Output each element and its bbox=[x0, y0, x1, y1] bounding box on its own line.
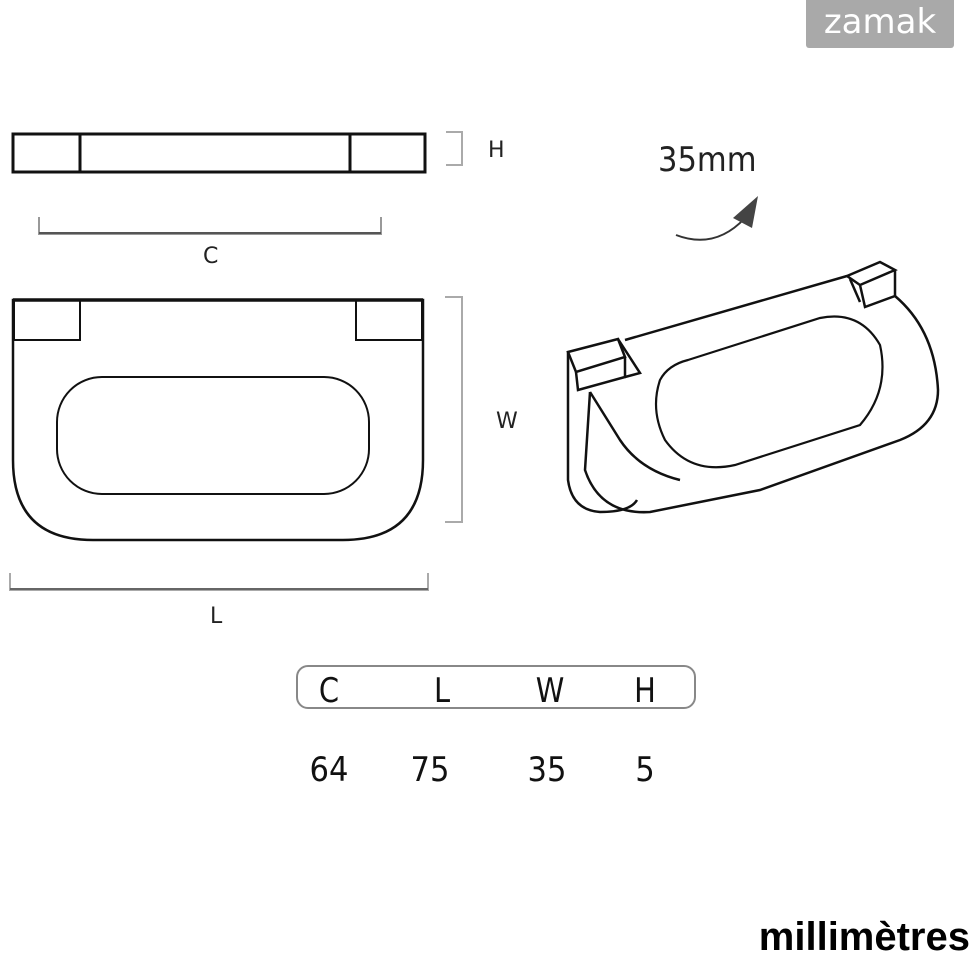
header-c: C bbox=[318, 671, 340, 711]
opening-angle-label: 35mm bbox=[658, 140, 757, 180]
units-label: millimètres bbox=[758, 915, 970, 959]
top-view bbox=[11, 132, 427, 174]
value-l: 75 bbox=[410, 750, 450, 790]
center-distance-label: C bbox=[203, 244, 219, 269]
width-dimension-line bbox=[445, 296, 463, 523]
dimensions-table-header bbox=[296, 665, 696, 709]
header-w: W bbox=[535, 671, 565, 711]
width-label: W bbox=[496, 409, 518, 434]
value-c: 64 bbox=[309, 750, 349, 790]
height-dimension-line bbox=[446, 131, 463, 166]
isometric-view bbox=[566, 260, 940, 514]
rotation-arrow-icon bbox=[675, 196, 758, 241]
value-h: 5 bbox=[635, 750, 655, 790]
header-h: H bbox=[634, 671, 656, 711]
length-label: L bbox=[210, 604, 223, 629]
height-label: H bbox=[488, 138, 505, 163]
value-w: 35 bbox=[527, 750, 567, 790]
length-dimension-line bbox=[9, 573, 429, 591]
material-badge: zamak bbox=[806, 0, 954, 48]
front-view bbox=[11, 298, 425, 542]
center-dimension-line bbox=[38, 217, 382, 235]
header-l: L bbox=[433, 671, 451, 711]
